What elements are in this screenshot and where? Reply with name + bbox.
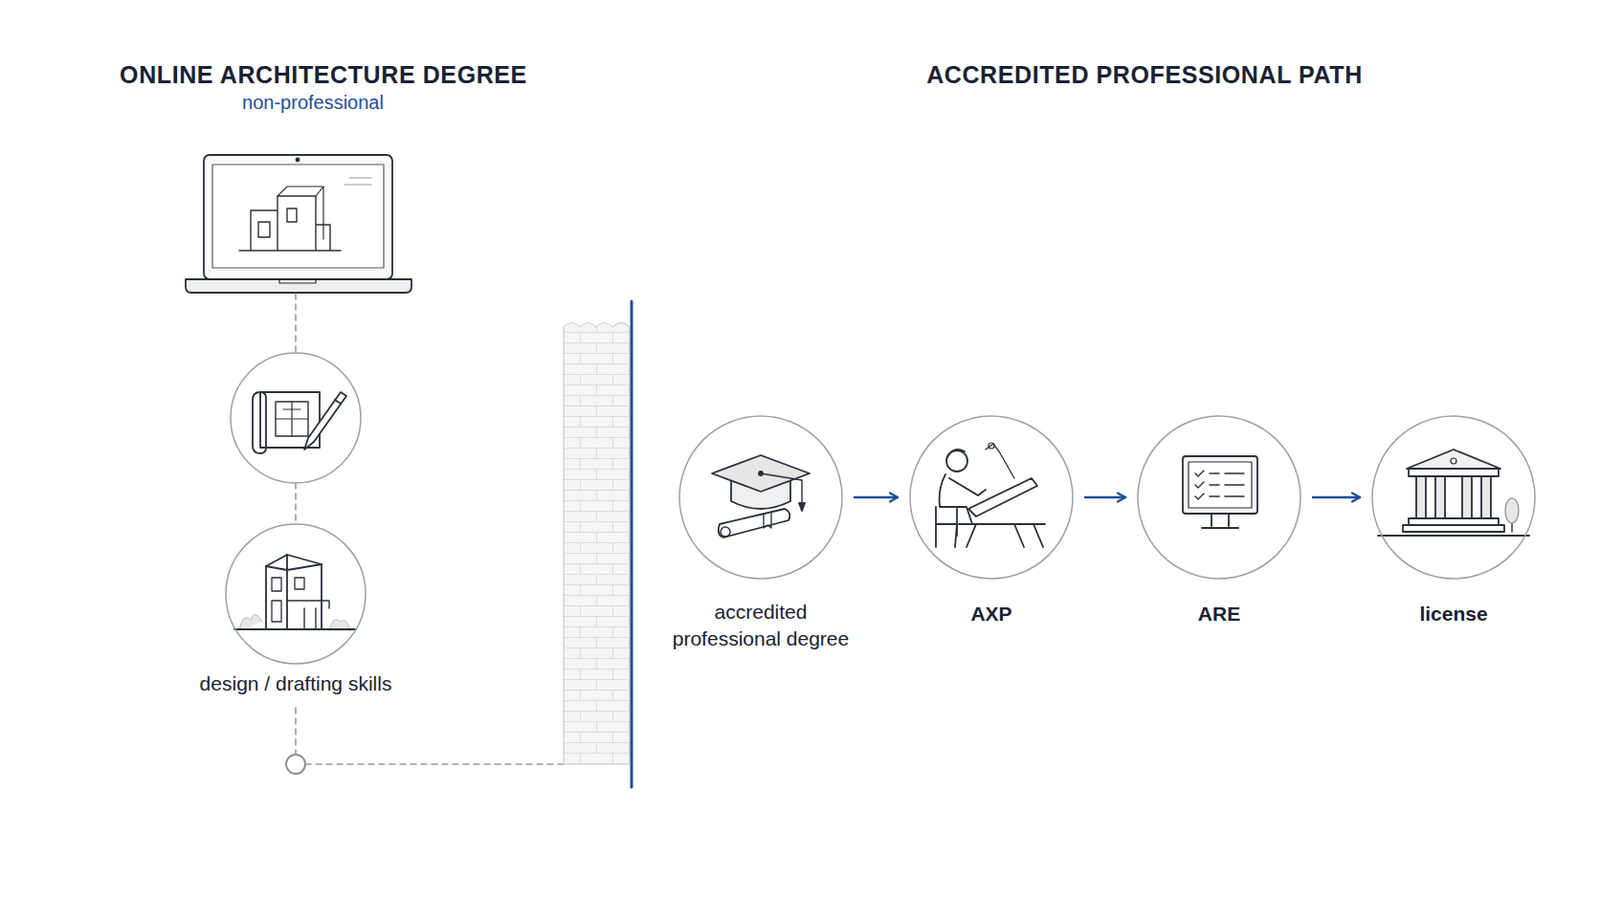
circle-outline (1136, 415, 1302, 580)
circle-outline (909, 415, 1074, 580)
building-icon (234, 555, 356, 632)
end-dot (286, 755, 306, 775)
laptop-icon (185, 155, 412, 293)
icon-circle (230, 353, 361, 484)
flow-arrow (854, 496, 898, 499)
exam-monitor-icon (1182, 456, 1258, 529)
step-circle: ARE (1136, 415, 1302, 580)
heading: ACCREDITED PROFESSIONAL PATH (926, 61, 1363, 89)
licensing-building-icon (1377, 449, 1530, 536)
flow-arrow (1312, 496, 1360, 499)
step-label: license (1419, 600, 1488, 628)
circle-outline (1371, 415, 1536, 580)
step-circle: accredited professional degree (678, 415, 844, 580)
step-label: design / drafting skills (200, 670, 393, 698)
wall (563, 301, 632, 788)
drafter-icon (935, 443, 1045, 548)
circle-outline (224, 523, 367, 666)
step-label: accredited professional degree (658, 599, 865, 653)
subheading: non-professional (242, 91, 384, 114)
heading: ONLINE ARCHITECTURE DEGREE (119, 61, 528, 89)
step-circle: design / drafting skills (224, 523, 367, 666)
flow-arrow (1085, 496, 1126, 499)
step-circle: AXP (909, 415, 1074, 580)
circle-outline (678, 415, 844, 580)
graduation-cap-icon (711, 455, 810, 538)
blueprint-icon (252, 392, 347, 454)
step-label: ARE (1198, 600, 1241, 628)
step-label: AXP (970, 600, 1012, 628)
step-circle: license (1371, 415, 1536, 580)
